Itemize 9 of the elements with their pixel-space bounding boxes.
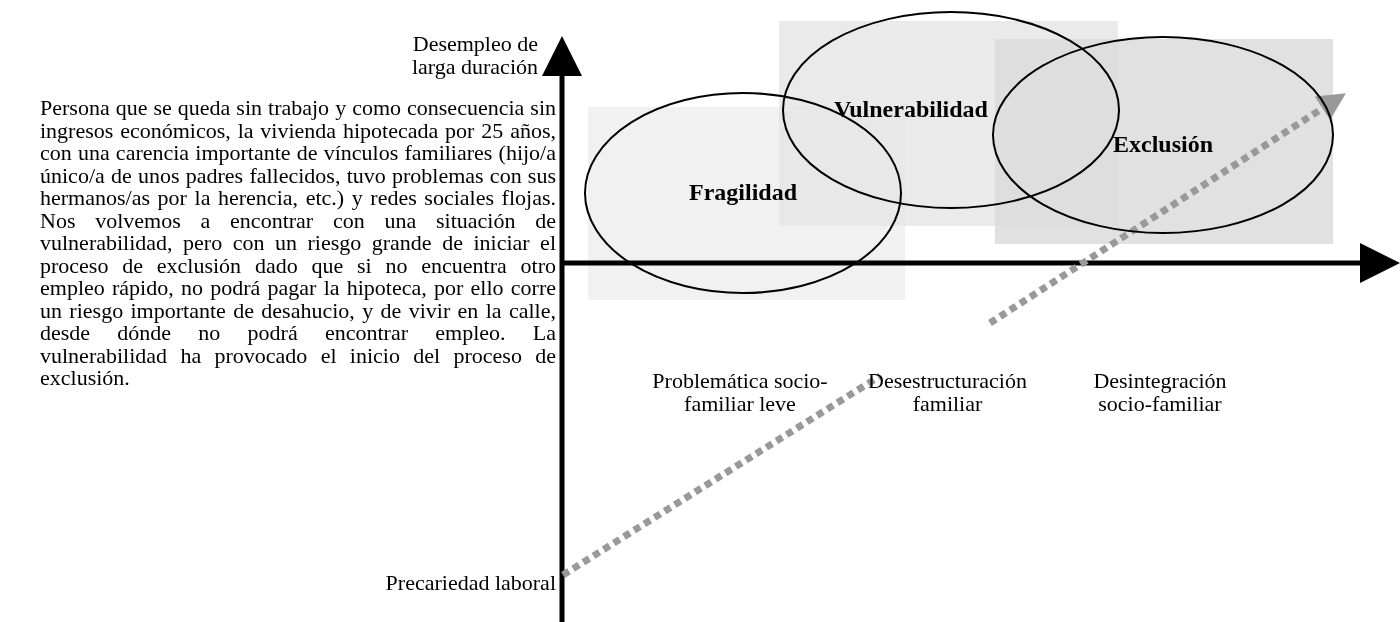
axis-label: Desestructuración familiar xyxy=(867,370,1028,415)
description-paragraph: Persona que se queda sin trabajo y como consecuencia sin ingresos económicos, la vivienda hipotecada por 25 años, con una carencia importante de vínculos familiares (hijo/a único/a de unos padres fallecidos, tuvo problemas con sus hermanos/as por la herencia, etc.) y redes sociales flojas. Nos volvemos a encontrar con una situación de vulnerabilidad, pero con un riesgo grande de iniciar el proceso de exclusión dado que si no encuentra otro empleo rápido, no podrá pagar la hipoteca, por ello corre un riesgo importante de desahucio, y de vivir en la calle, desde dónde no podrá encontrar empleo. La vulnerabilidad ha provocado el inicio del proceso de exclusión. xyxy=(40,97,556,390)
node-label: Exclusión xyxy=(1112,131,1214,158)
axis-label: Precariedad laboral xyxy=(384,572,556,595)
node-label: Vulnerabilidad xyxy=(833,96,989,123)
node-label: Fragilidad xyxy=(688,179,798,206)
axis-label: Desintegración socio-familiar xyxy=(1092,370,1228,415)
axis-label: Desempleo de larga duración xyxy=(410,33,538,78)
axis-label: Problemática socio-familiar leve xyxy=(651,370,829,415)
